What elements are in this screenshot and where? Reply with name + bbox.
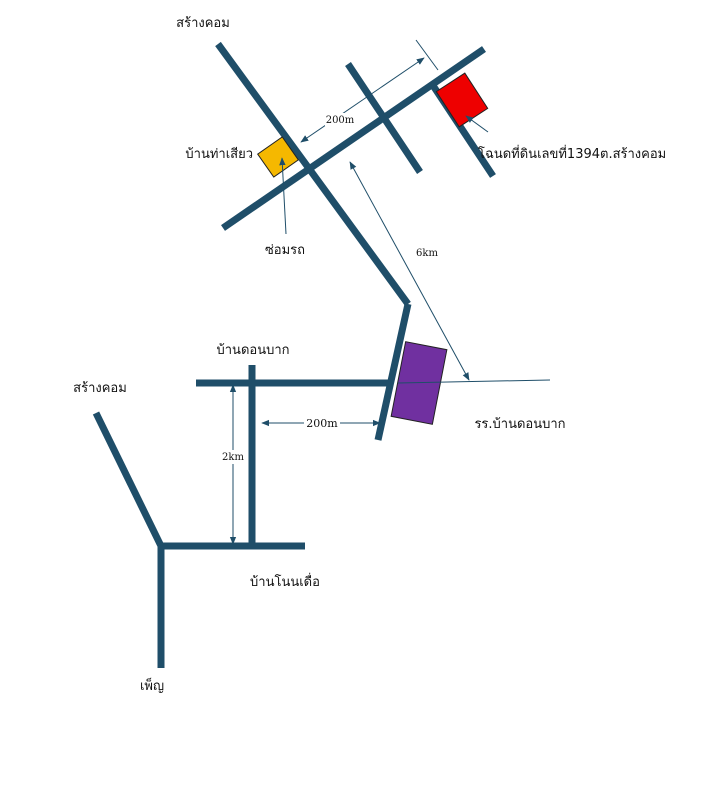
top-200m-tick: [415, 39, 439, 71]
road-main-diagonal-upper: [215, 41, 411, 307]
six-km-label: 6km: [416, 248, 438, 259]
top-200m-label-bg: [325, 113, 355, 126]
plot-pointer-arrow: [465, 115, 489, 133]
top-200m-label: 200m: [326, 115, 355, 126]
label-land-title: โฉนดที่ดินเลขที่1394ต.สร้างคอม: [478, 145, 666, 162]
repair-pointer-arrow: [279, 157, 287, 235]
land-plot-1394: [435, 72, 489, 128]
label-ban-non-suea: บ้านโนนเดื่อ: [250, 573, 320, 590]
label-sarang-khom-top: สร้างคอม: [176, 16, 230, 31]
two-km-label: 2km: [222, 452, 244, 463]
mid-200m-label: 200m: [306, 417, 338, 430]
label-ban-tha-siao: บ้านท่าเสียว: [185, 146, 253, 162]
label-ban-don-bak: บ้านดอนบาก: [217, 343, 290, 358]
two-km-label-bg: [221, 450, 245, 464]
road-sarang-khom-left: [92, 411, 165, 548]
label-school: รร.บ้านดอนบาก: [474, 417, 565, 432]
top-200m-arrow: [300, 57, 425, 143]
label-phen: เพ็ญ: [140, 676, 164, 694]
six-km-arrow: [349, 161, 470, 381]
school-reference-line: [397, 379, 551, 384]
house-ban-tha-siao: [256, 136, 300, 178]
mid-200m-label-bg: [304, 416, 340, 430]
label-sarang-khom-left: สร้างคอม: [73, 381, 127, 396]
road-cross-short: [345, 62, 423, 174]
six-km-label-bg: [414, 246, 440, 259]
label-repair-shop: ซ่อมรถ: [265, 243, 305, 258]
